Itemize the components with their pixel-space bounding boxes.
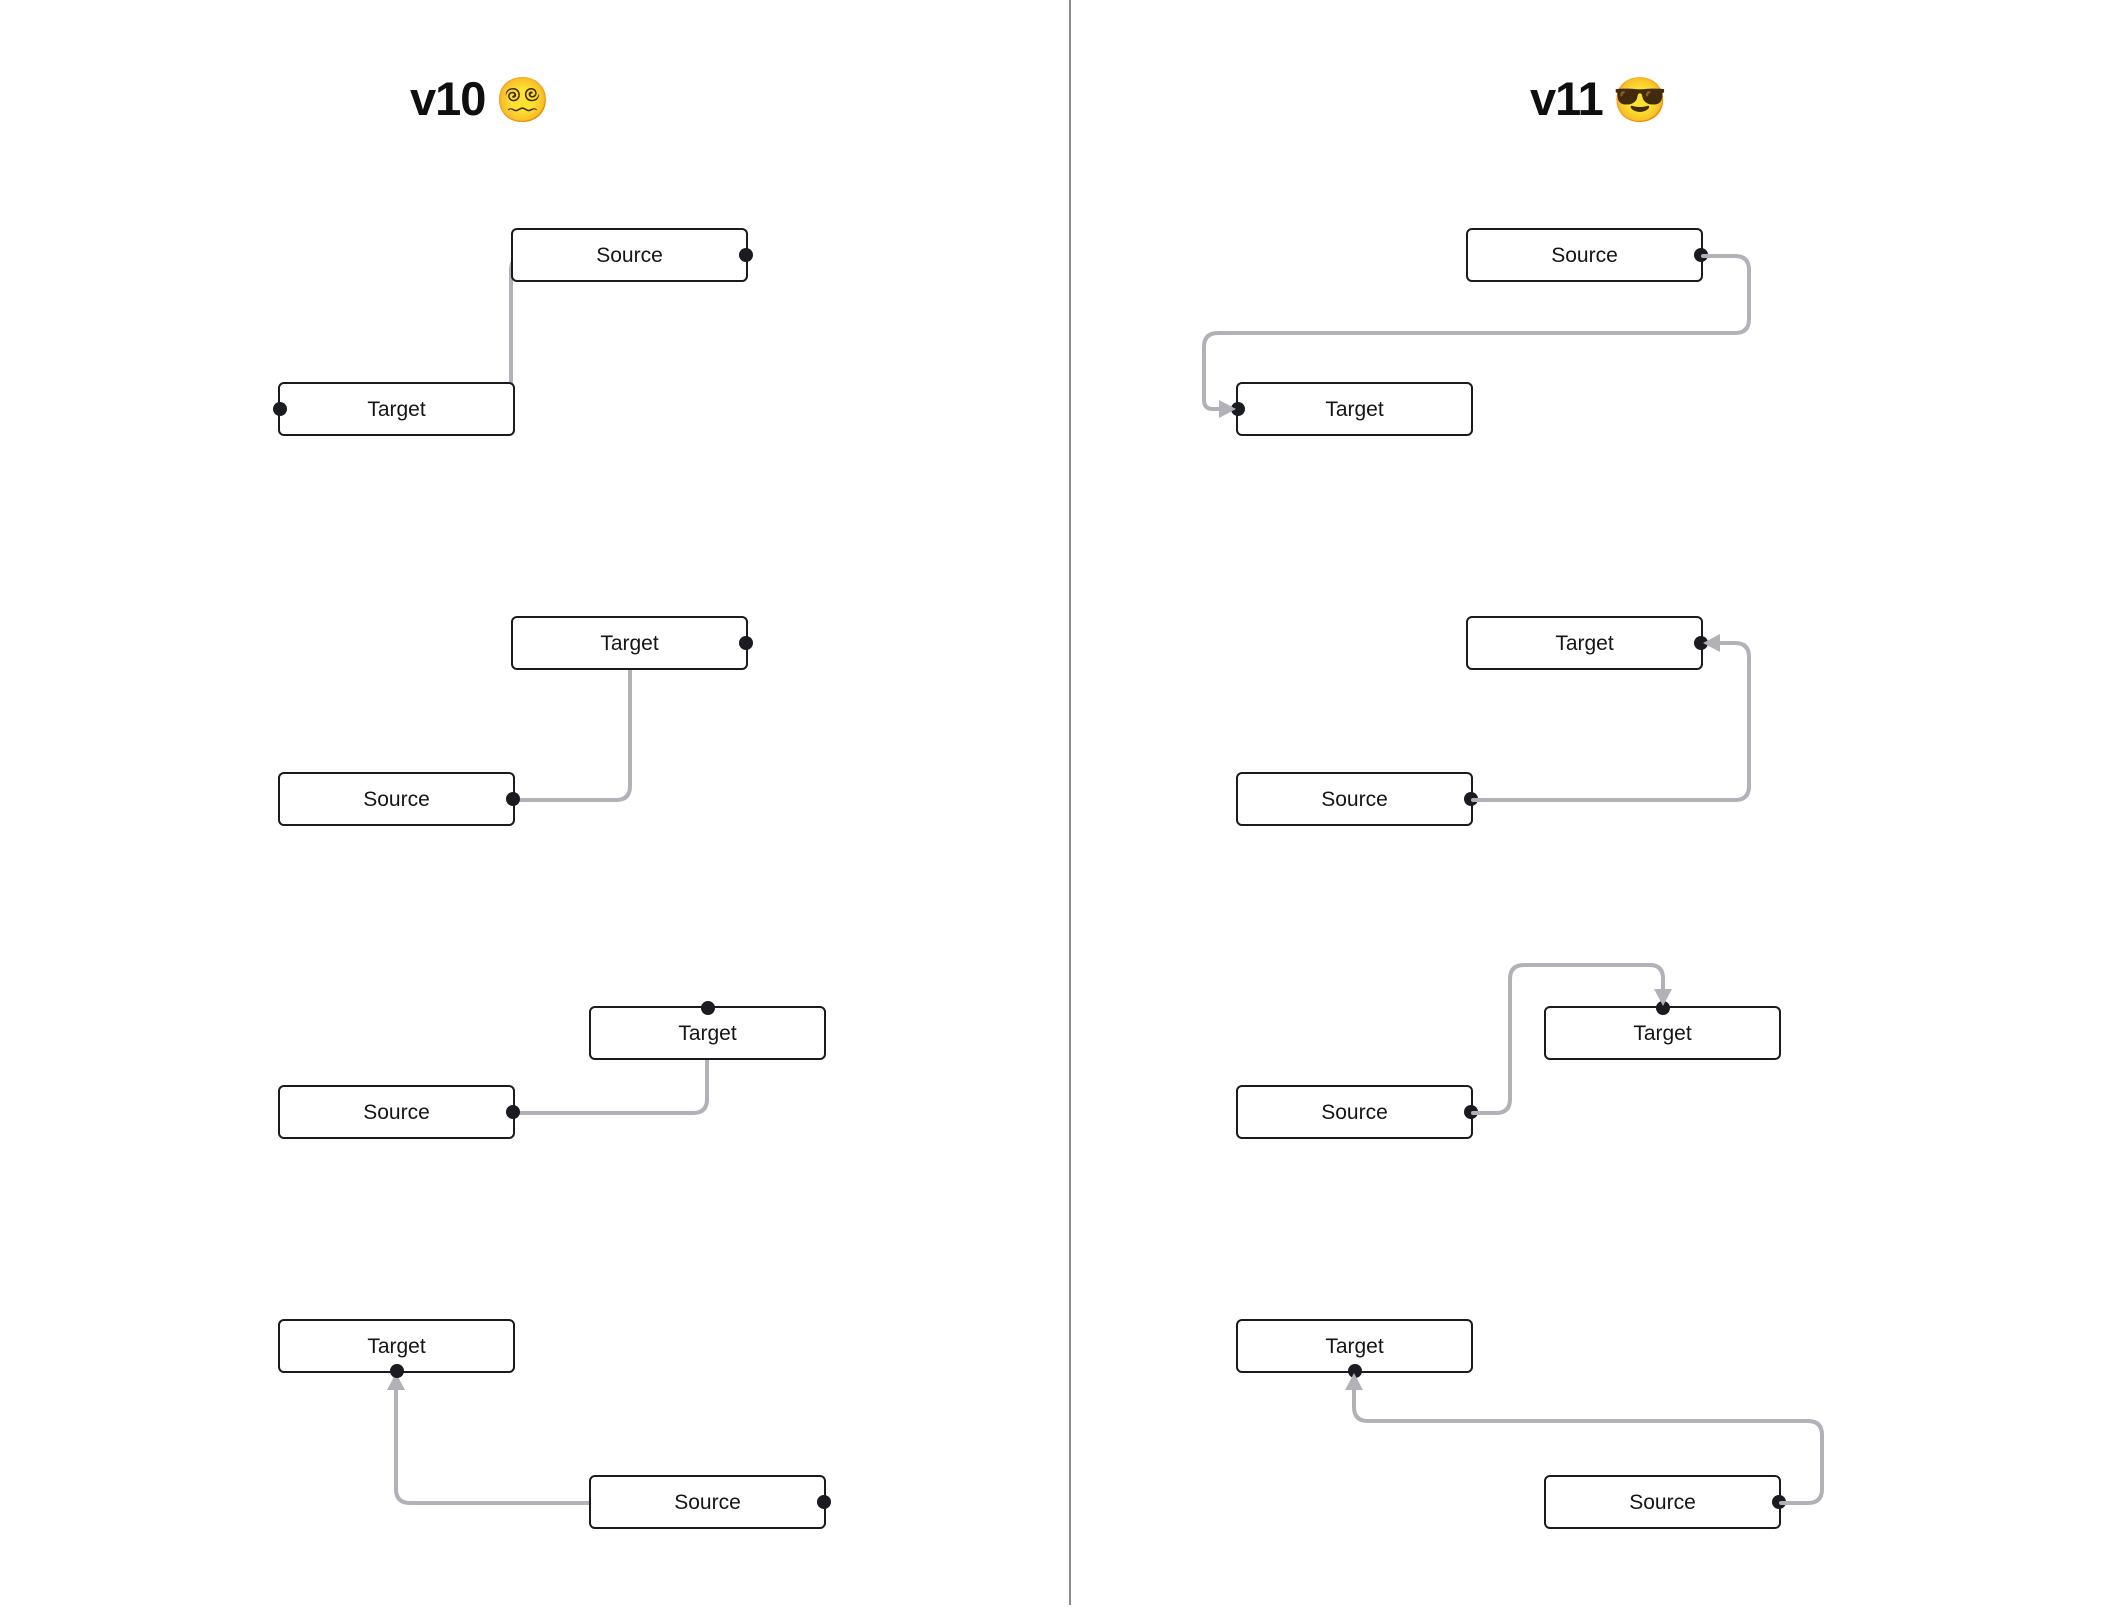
handle-left[interactable] — [1231, 402, 1245, 416]
node-label: Target — [678, 1021, 737, 1045]
panel-title-text: v11 — [1530, 72, 1604, 125]
node-label: Target — [367, 397, 426, 421]
panel-divider — [1069, 0, 1071, 1605]
node-label: Source — [1321, 787, 1388, 811]
handle-right[interactable] — [739, 636, 753, 650]
flow-node-v10-r4-target[interactable]: Target — [278, 1319, 515, 1378]
face-with-spiral-eyes-emoji: 😵‍💫 — [495, 76, 550, 125]
node-label: Source — [1321, 1100, 1388, 1124]
panel-title-v11: v11😎 — [1530, 72, 1668, 125]
handle-right[interactable] — [1694, 248, 1708, 262]
flow-node-v11-r4-source[interactable]: Source — [1544, 1475, 1786, 1529]
node-label: Target — [1555, 631, 1614, 655]
handle-left[interactable] — [273, 402, 287, 416]
flow-node-v10-r3-source[interactable]: Source — [278, 1085, 520, 1139]
node-label: Target — [1325, 397, 1384, 421]
handle-right[interactable] — [1694, 636, 1708, 650]
handle-right[interactable] — [506, 1105, 520, 1119]
flow-node-v11-r1-target[interactable]: Target — [1231, 382, 1473, 436]
node-label: Source — [1629, 1490, 1696, 1514]
node-label: Source — [1551, 243, 1618, 267]
handle-right[interactable] — [739, 248, 753, 262]
handle-bottom[interactable] — [1347, 1364, 1362, 1378]
handle-right[interactable] — [506, 792, 520, 806]
handle-bottom[interactable] — [389, 1364, 404, 1378]
flow-node-v10-r4-source[interactable]: Source — [589, 1475, 831, 1529]
node-label: Source — [596, 243, 663, 267]
node-label: Source — [363, 787, 430, 811]
flow-node-v10-r2-source[interactable]: Source — [278, 772, 520, 826]
flow-node-v11-r4-target[interactable]: Target — [1236, 1319, 1473, 1378]
node-label: Target — [1633, 1021, 1692, 1045]
handle-right[interactable] — [1464, 1105, 1478, 1119]
node-label: Target — [600, 631, 659, 655]
handle-right[interactable] — [1772, 1495, 1786, 1509]
node-label: Source — [363, 1100, 430, 1124]
flow-node-v11-r3-source[interactable]: Source — [1236, 1085, 1478, 1139]
flow-node-v11-r2-target[interactable]: Target — [1466, 616, 1708, 670]
handle-top[interactable] — [1655, 1001, 1670, 1015]
smiling-face-with-sunglasses-emoji: 😎 — [1612, 76, 1668, 125]
flow-node-v10-r2-target[interactable]: Target — [511, 616, 753, 670]
node-label: Target — [1325, 1334, 1384, 1358]
flow-node-v10-r1-source[interactable]: Source — [511, 228, 753, 282]
handle-top[interactable] — [700, 1001, 715, 1015]
node-label: Target — [367, 1334, 426, 1358]
panel-title-text: v10 — [410, 72, 486, 125]
flow-node-v10-r1-target[interactable]: Target — [273, 382, 515, 436]
node-label: Source — [674, 1490, 741, 1514]
handle-right[interactable] — [817, 1495, 831, 1509]
flow-node-v11-r2-source[interactable]: Source — [1236, 772, 1478, 826]
flow-node-v11-r3-target[interactable]: Target — [1544, 1001, 1781, 1060]
handle-right[interactable] — [1464, 792, 1478, 806]
flow-node-v10-r3-target[interactable]: Target — [589, 1001, 826, 1060]
panel-title-v10: v10😵‍💫 — [410, 72, 550, 125]
flow-node-v11-r1-source[interactable]: Source — [1466, 228, 1708, 282]
